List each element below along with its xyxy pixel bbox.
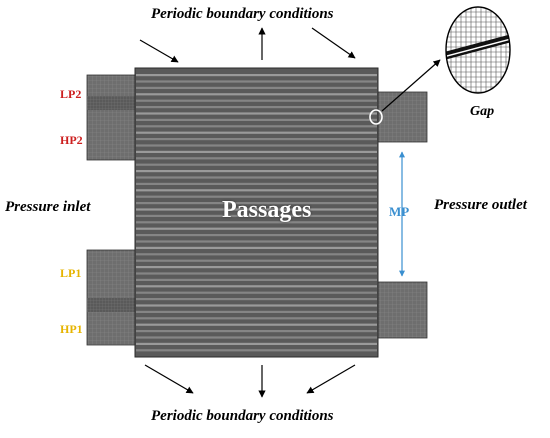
inlet-block-top	[86, 74, 136, 161]
inlet-block-top-band	[87, 96, 135, 110]
bottom-arrow-left	[144, 364, 194, 394]
passage-stripe	[136, 170, 377, 173]
passage-stripe	[136, 342, 377, 345]
passage-stripe	[136, 234, 377, 237]
passage-stripe	[136, 74, 377, 77]
passage-stripe	[136, 80, 377, 83]
passage-stripe	[136, 150, 377, 153]
outlet-block-top	[376, 91, 428, 143]
passage-stripe	[136, 176, 377, 179]
passage-stripe	[136, 291, 377, 294]
gap-marker-circle	[369, 109, 383, 125]
port-label-hp2: HP2	[60, 133, 83, 147]
pressure-inlet-label: Pressure inlet	[5, 199, 91, 215]
top-boundary-label: Periodic boundary conditions	[151, 6, 334, 22]
mp-label: MP	[389, 204, 410, 219]
gap-zoom-callout	[445, 6, 511, 94]
passages-label: Passages	[222, 197, 312, 223]
inlet-block-bottom	[86, 249, 136, 346]
passage-stripe	[136, 259, 377, 262]
port-label-lp1: LP1	[60, 266, 82, 280]
zoom-grid	[446, 7, 510, 93]
passage-stripe	[136, 323, 377, 326]
port-label-lp2: LP2	[60, 87, 82, 101]
passage-stripe	[136, 99, 377, 102]
passage-stripe	[136, 125, 377, 128]
passage-stripe	[136, 278, 377, 281]
gap-pointer-arrow	[381, 59, 441, 112]
zoom-gap-line	[446, 38, 510, 58]
top-arrow-left	[139, 39, 179, 63]
passage-stripe	[136, 266, 377, 269]
passage-stripe	[136, 310, 377, 313]
passage-stripe	[136, 285, 377, 288]
passage-stripe	[136, 93, 377, 96]
top-arrow-right	[311, 27, 356, 59]
passage-stripe	[136, 246, 377, 249]
passage-stripe	[136, 208, 377, 211]
passage-stripe	[136, 157, 377, 160]
passage-stripe	[136, 330, 377, 333]
passage-stripe	[136, 272, 377, 275]
passage-stripe	[136, 144, 377, 147]
outlet-block-bottom	[376, 281, 428, 339]
passage-stripe	[136, 221, 377, 224]
pressure-outlet-label: Pressure outlet	[434, 197, 527, 213]
passage-stripe	[136, 106, 377, 109]
passage-stripe	[136, 189, 377, 192]
passage-stripe	[136, 214, 377, 217]
passage-stripe	[136, 86, 377, 89]
passage-stripe	[136, 182, 377, 185]
passages-block	[134, 67, 379, 358]
passage-stripe	[136, 317, 377, 320]
passage-stripe	[136, 163, 377, 166]
passage-stripe	[136, 112, 377, 115]
passage-stripe	[136, 118, 377, 121]
passage-stripe	[136, 253, 377, 256]
inlet-block-bottom-band	[87, 298, 135, 312]
passage-stripe	[136, 227, 377, 230]
passage-stripe	[136, 304, 377, 307]
passage-stripe	[136, 138, 377, 141]
port-label-hp1: HP1	[60, 322, 83, 336]
passage-stripe	[136, 336, 377, 339]
bottom-boundary-label: Periodic boundary conditions	[151, 408, 334, 424]
zoom-outline	[445, 6, 511, 94]
passage-stripe	[136, 240, 377, 243]
passage-stripe	[136, 298, 377, 301]
passage-stripe	[136, 349, 377, 352]
passage-stripe	[136, 202, 377, 205]
passage-stripes	[136, 74, 377, 352]
bottom-arrow-right	[306, 364, 356, 394]
passage-stripe	[136, 195, 377, 198]
gap-label: Gap	[470, 104, 495, 119]
passage-stripe	[136, 131, 377, 134]
